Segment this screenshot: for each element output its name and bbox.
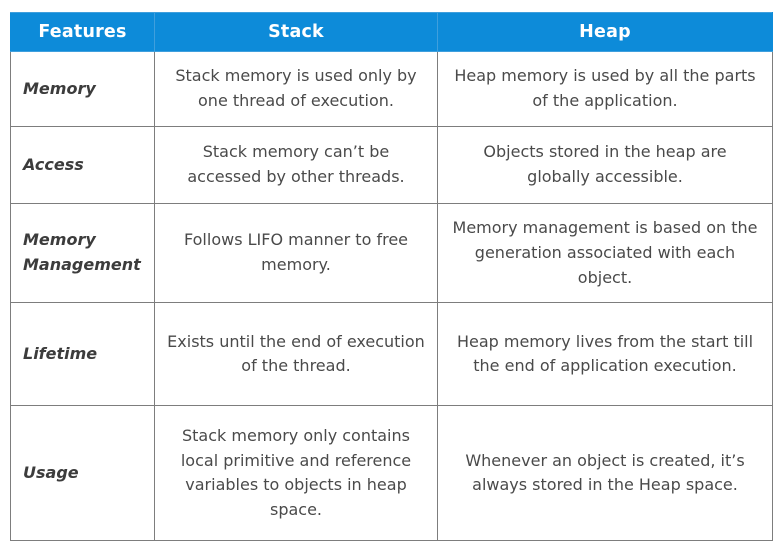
cell-stack-memory: Stack memory is used only by one thread … — [154, 51, 438, 127]
column-header-features: Features — [10, 12, 155, 52]
table-row: Memory Management Follows LIFO manner to… — [10, 202, 773, 304]
column-header-heap: Heap — [437, 12, 773, 52]
cell-feature-usage: Usage — [10, 405, 155, 542]
cell-heap-memory-management: Memory management is based on the genera… — [437, 202, 773, 304]
cell-stack-access: Stack memory can’t be accessed by other … — [154, 126, 438, 204]
cell-heap-memory: Heap memory is used by all the parts of … — [437, 51, 773, 127]
cell-stack-memory-management: Follows LIFO manner to free memory. — [154, 202, 438, 304]
cell-feature-memory: Memory — [10, 51, 155, 127]
table-row: Access Stack memory can’t be accessed by… — [10, 126, 773, 204]
cell-stack-lifetime: Exists until the end of execution of the… — [154, 302, 438, 407]
table-header: Features Stack Heap — [10, 12, 773, 52]
table-header-row: Features Stack Heap — [10, 12, 773, 52]
table-row: Usage Stack memory only contains local p… — [10, 405, 773, 542]
stack-vs-heap-comparison-table: Features Stack Heap Memory Stack memory … — [10, 12, 773, 542]
cell-feature-access: Access — [10, 126, 155, 204]
table-body: Memory Stack memory is used only by one … — [10, 51, 773, 542]
column-header-stack: Stack — [154, 12, 438, 52]
cell-feature-lifetime: Lifetime — [10, 302, 155, 407]
cell-heap-lifetime: Heap memory lives from the start till th… — [437, 302, 773, 407]
cell-heap-usage: Whenever an object is created, it’s alwa… — [437, 405, 773, 542]
cell-stack-usage: Stack memory only contains local primiti… — [154, 405, 438, 542]
table-row: Memory Stack memory is used only by one … — [10, 51, 773, 127]
cell-heap-access: Objects stored in the heap are globally … — [437, 126, 773, 204]
table-row: Lifetime Exists until the end of executi… — [10, 302, 773, 407]
cell-feature-memory-management: Memory Management — [10, 202, 155, 304]
comparison-table-container: Features Stack Heap Memory Stack memory … — [10, 12, 773, 542]
